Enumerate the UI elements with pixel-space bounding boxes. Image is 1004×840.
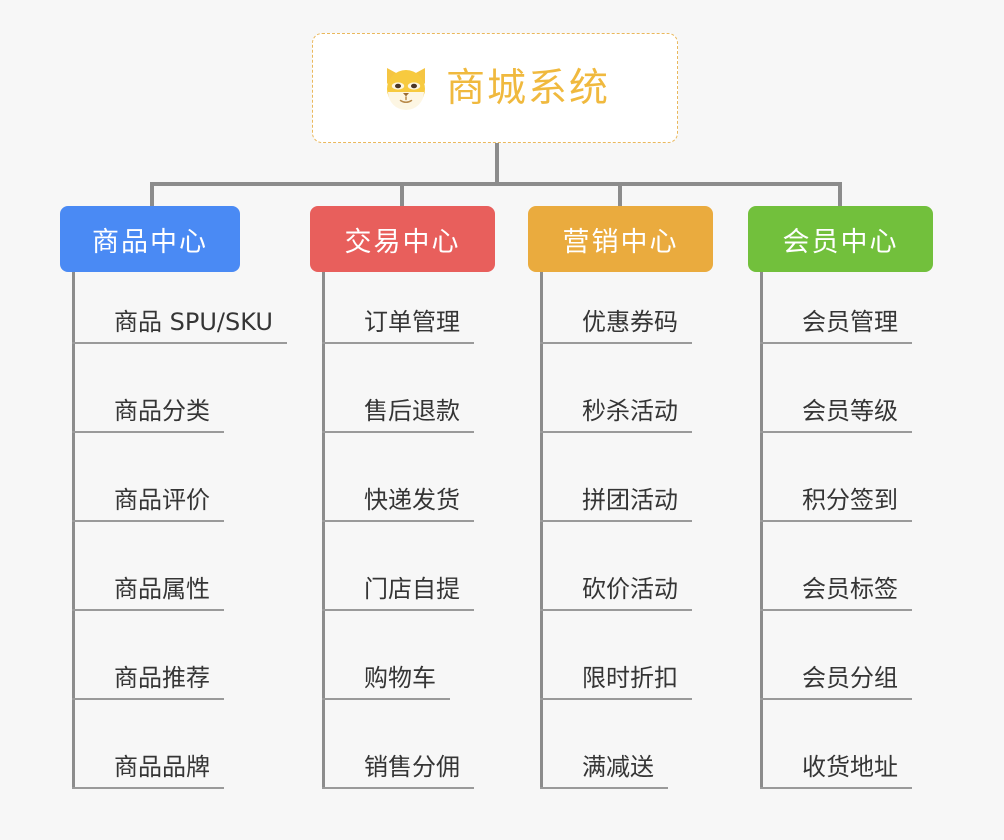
leaf-label: 拼团活动 (540, 486, 692, 522)
leaf-label: 门店自提 (322, 575, 474, 611)
leaf-item[interactable]: 商品推荐 (72, 628, 300, 717)
leaf-item[interactable]: 限时折扣 (540, 628, 728, 717)
leaf-item[interactable]: 门店自提 (322, 539, 510, 628)
leaf-label: 积分签到 (760, 486, 912, 522)
leaf-label: 商品属性 (72, 575, 224, 611)
leaf-label: 会员等级 (760, 397, 912, 433)
leaf-item[interactable]: 会员等级 (760, 361, 948, 450)
leaf-item[interactable]: 满减送 (540, 717, 728, 806)
leaf-label: 商品分类 (72, 397, 224, 433)
leaf-item[interactable]: 购物车 (322, 628, 510, 717)
branch-column-交易中心: 交易中心 订单管理 售后退款 快递发货 门店自提 购物车 销售分佣 (310, 206, 510, 806)
leaf-item[interactable]: 商品属性 (72, 539, 300, 628)
leaf-label: 收货地址 (760, 753, 912, 789)
leaf-label: 商品评价 (72, 486, 224, 522)
leaf-label: 砍价活动 (540, 575, 692, 611)
leaf-label: 购物车 (322, 664, 450, 700)
category-header-2[interactable]: 营销中心 (528, 206, 713, 272)
leaf-item[interactable]: 售后退款 (322, 361, 510, 450)
leaf-label: 商品 SPU/SKU (72, 308, 287, 344)
leaf-item[interactable]: 商品评价 (72, 450, 300, 539)
leaf-item[interactable]: 快递发货 (322, 450, 510, 539)
leaf-label: 会员管理 (760, 308, 912, 344)
leaf-item[interactable]: 会员标签 (760, 539, 948, 628)
branch-column-会员中心: 会员中心 会员管理 会员等级 积分签到 会员标签 会员分组 收货地址 (748, 206, 948, 806)
category-header-3[interactable]: 会员中心 (748, 206, 933, 272)
shiba-inu-dog-icon (380, 62, 432, 114)
leaf-list-1: 订单管理 售后退款 快递发货 门店自提 购物车 销售分佣 (310, 272, 510, 806)
leaf-item[interactable]: 商品品牌 (72, 717, 300, 806)
connector-drop-3 (838, 182, 842, 212)
connector-drop-1 (400, 182, 404, 212)
leaf-label: 订单管理 (322, 308, 474, 344)
connector-drop-0 (150, 182, 154, 212)
branch-stem-3 (760, 272, 763, 789)
root-title: 商城系统 (445, 65, 610, 111)
leaf-list-3: 会员管理 会员等级 积分签到 会员标签 会员分组 收货地址 (748, 272, 948, 806)
branch-stem-2 (540, 272, 543, 789)
leaf-item[interactable]: 商品分类 (72, 361, 300, 450)
root-node-商城系统[interactable]: 商城系统 (312, 33, 678, 143)
branch-column-商品中心: 商品中心 商品 SPU/SKU 商品分类 商品评价 商品属性 商品推荐 商品品牌 (60, 206, 300, 806)
leaf-item[interactable]: 秒杀活动 (540, 361, 728, 450)
leaf-item[interactable]: 拼团活动 (540, 450, 728, 539)
leaf-item[interactable]: 优惠券码 (540, 272, 728, 361)
leaf-list-0: 商品 SPU/SKU 商品分类 商品评价 商品属性 商品推荐 商品品牌 (60, 272, 300, 806)
leaf-item[interactable]: 销售分佣 (322, 717, 510, 806)
leaf-label: 商品品牌 (72, 753, 224, 789)
leaf-item[interactable]: 收货地址 (760, 717, 948, 806)
leaf-label: 商品推荐 (72, 664, 224, 700)
branch-stem-1 (322, 272, 325, 789)
leaf-label: 售后退款 (322, 397, 474, 433)
category-header-0[interactable]: 商品中心 (60, 206, 240, 272)
connector-drop-2 (618, 182, 622, 212)
leaf-label: 限时折扣 (540, 664, 692, 700)
leaf-item[interactable]: 砍价活动 (540, 539, 728, 628)
leaf-label: 销售分佣 (322, 753, 474, 789)
leaf-label: 优惠券码 (540, 308, 692, 344)
leaf-item[interactable]: 会员管理 (760, 272, 948, 361)
connector-horizontal-bus (150, 182, 838, 186)
leaf-label: 秒杀活动 (540, 397, 692, 433)
connector-root-vertical (495, 143, 499, 184)
branch-column-营销中心: 营销中心 优惠券码 秒杀活动 拼团活动 砍价活动 限时折扣 满减送 (528, 206, 728, 806)
leaf-item[interactable]: 会员分组 (760, 628, 948, 717)
category-header-1[interactable]: 交易中心 (310, 206, 495, 272)
leaf-item[interactable]: 商品 SPU/SKU (72, 272, 300, 361)
leaf-list-2: 优惠券码 秒杀活动 拼团活动 砍价活动 限时折扣 满减送 (528, 272, 728, 806)
leaf-item[interactable]: 订单管理 (322, 272, 510, 361)
leaf-label: 满减送 (540, 753, 668, 789)
leaf-label: 会员标签 (760, 575, 912, 611)
leaf-item[interactable]: 积分签到 (760, 450, 948, 539)
leaf-label: 快递发货 (322, 486, 474, 522)
leaf-label: 会员分组 (760, 664, 912, 700)
branch-stem-0 (72, 272, 75, 789)
